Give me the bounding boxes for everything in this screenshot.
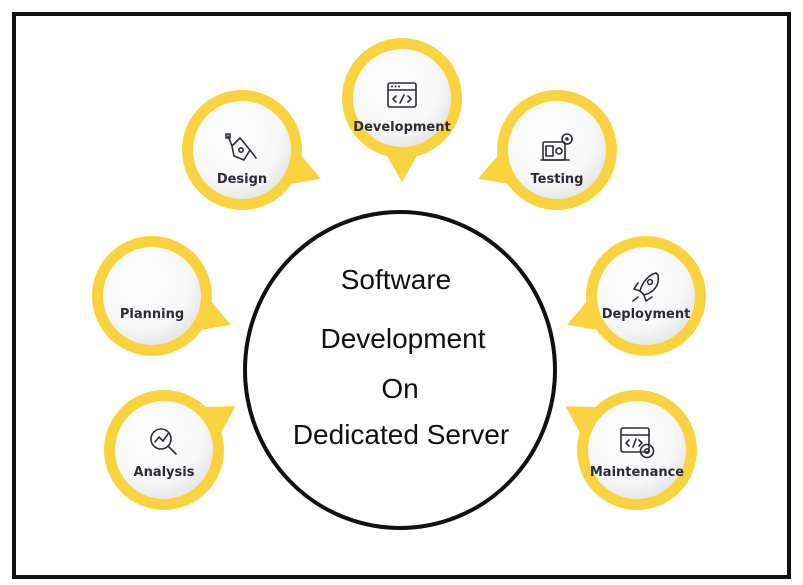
code-window-icon: [387, 82, 417, 108]
node-deployment: Deployment: [567, 236, 706, 356]
node-label-design: Design: [217, 172, 267, 187]
node-inner: [597, 247, 695, 345]
center-line-3: On: [381, 373, 418, 404]
node-planning: Planning: [92, 236, 231, 356]
center-hub: Software Development On Dedicated Server: [243, 210, 557, 530]
center-line-2: Development: [321, 323, 486, 354]
node-analysis: Analysis: [104, 390, 236, 510]
magnifier-chart-icon: [150, 428, 177, 455]
node-development: Development: [342, 38, 462, 182]
center-line-1: Software: [341, 264, 452, 295]
node-inner: [115, 401, 213, 499]
center-line-4: Dedicated Server: [293, 419, 509, 450]
node-inner: [103, 247, 201, 345]
node-label-planning: Planning: [120, 307, 184, 322]
node-label-maintenance: Maintenance: [590, 465, 684, 480]
node-pointer: [384, 151, 420, 182]
code-gear-icon: [620, 427, 655, 459]
node-label-development: Development: [353, 120, 450, 135]
center-circle: [243, 210, 557, 530]
node-label-deployment: Deployment: [602, 307, 691, 322]
node-testing: Testing: [478, 90, 617, 210]
node-label-testing: Testing: [531, 172, 584, 187]
node-design: Design: [182, 90, 321, 210]
rocket-icon: [632, 272, 660, 302]
nodes-layer: PlanningDesignDevelopmentTestingDeployme…: [92, 38, 706, 510]
test-machine-icon: [540, 133, 573, 161]
node-inner: [193, 101, 291, 199]
node-inner: [588, 401, 686, 499]
pen-tool-icon: [225, 133, 257, 161]
node-label-analysis: Analysis: [134, 465, 195, 480]
node-maintenance: Maintenance: [565, 390, 697, 510]
